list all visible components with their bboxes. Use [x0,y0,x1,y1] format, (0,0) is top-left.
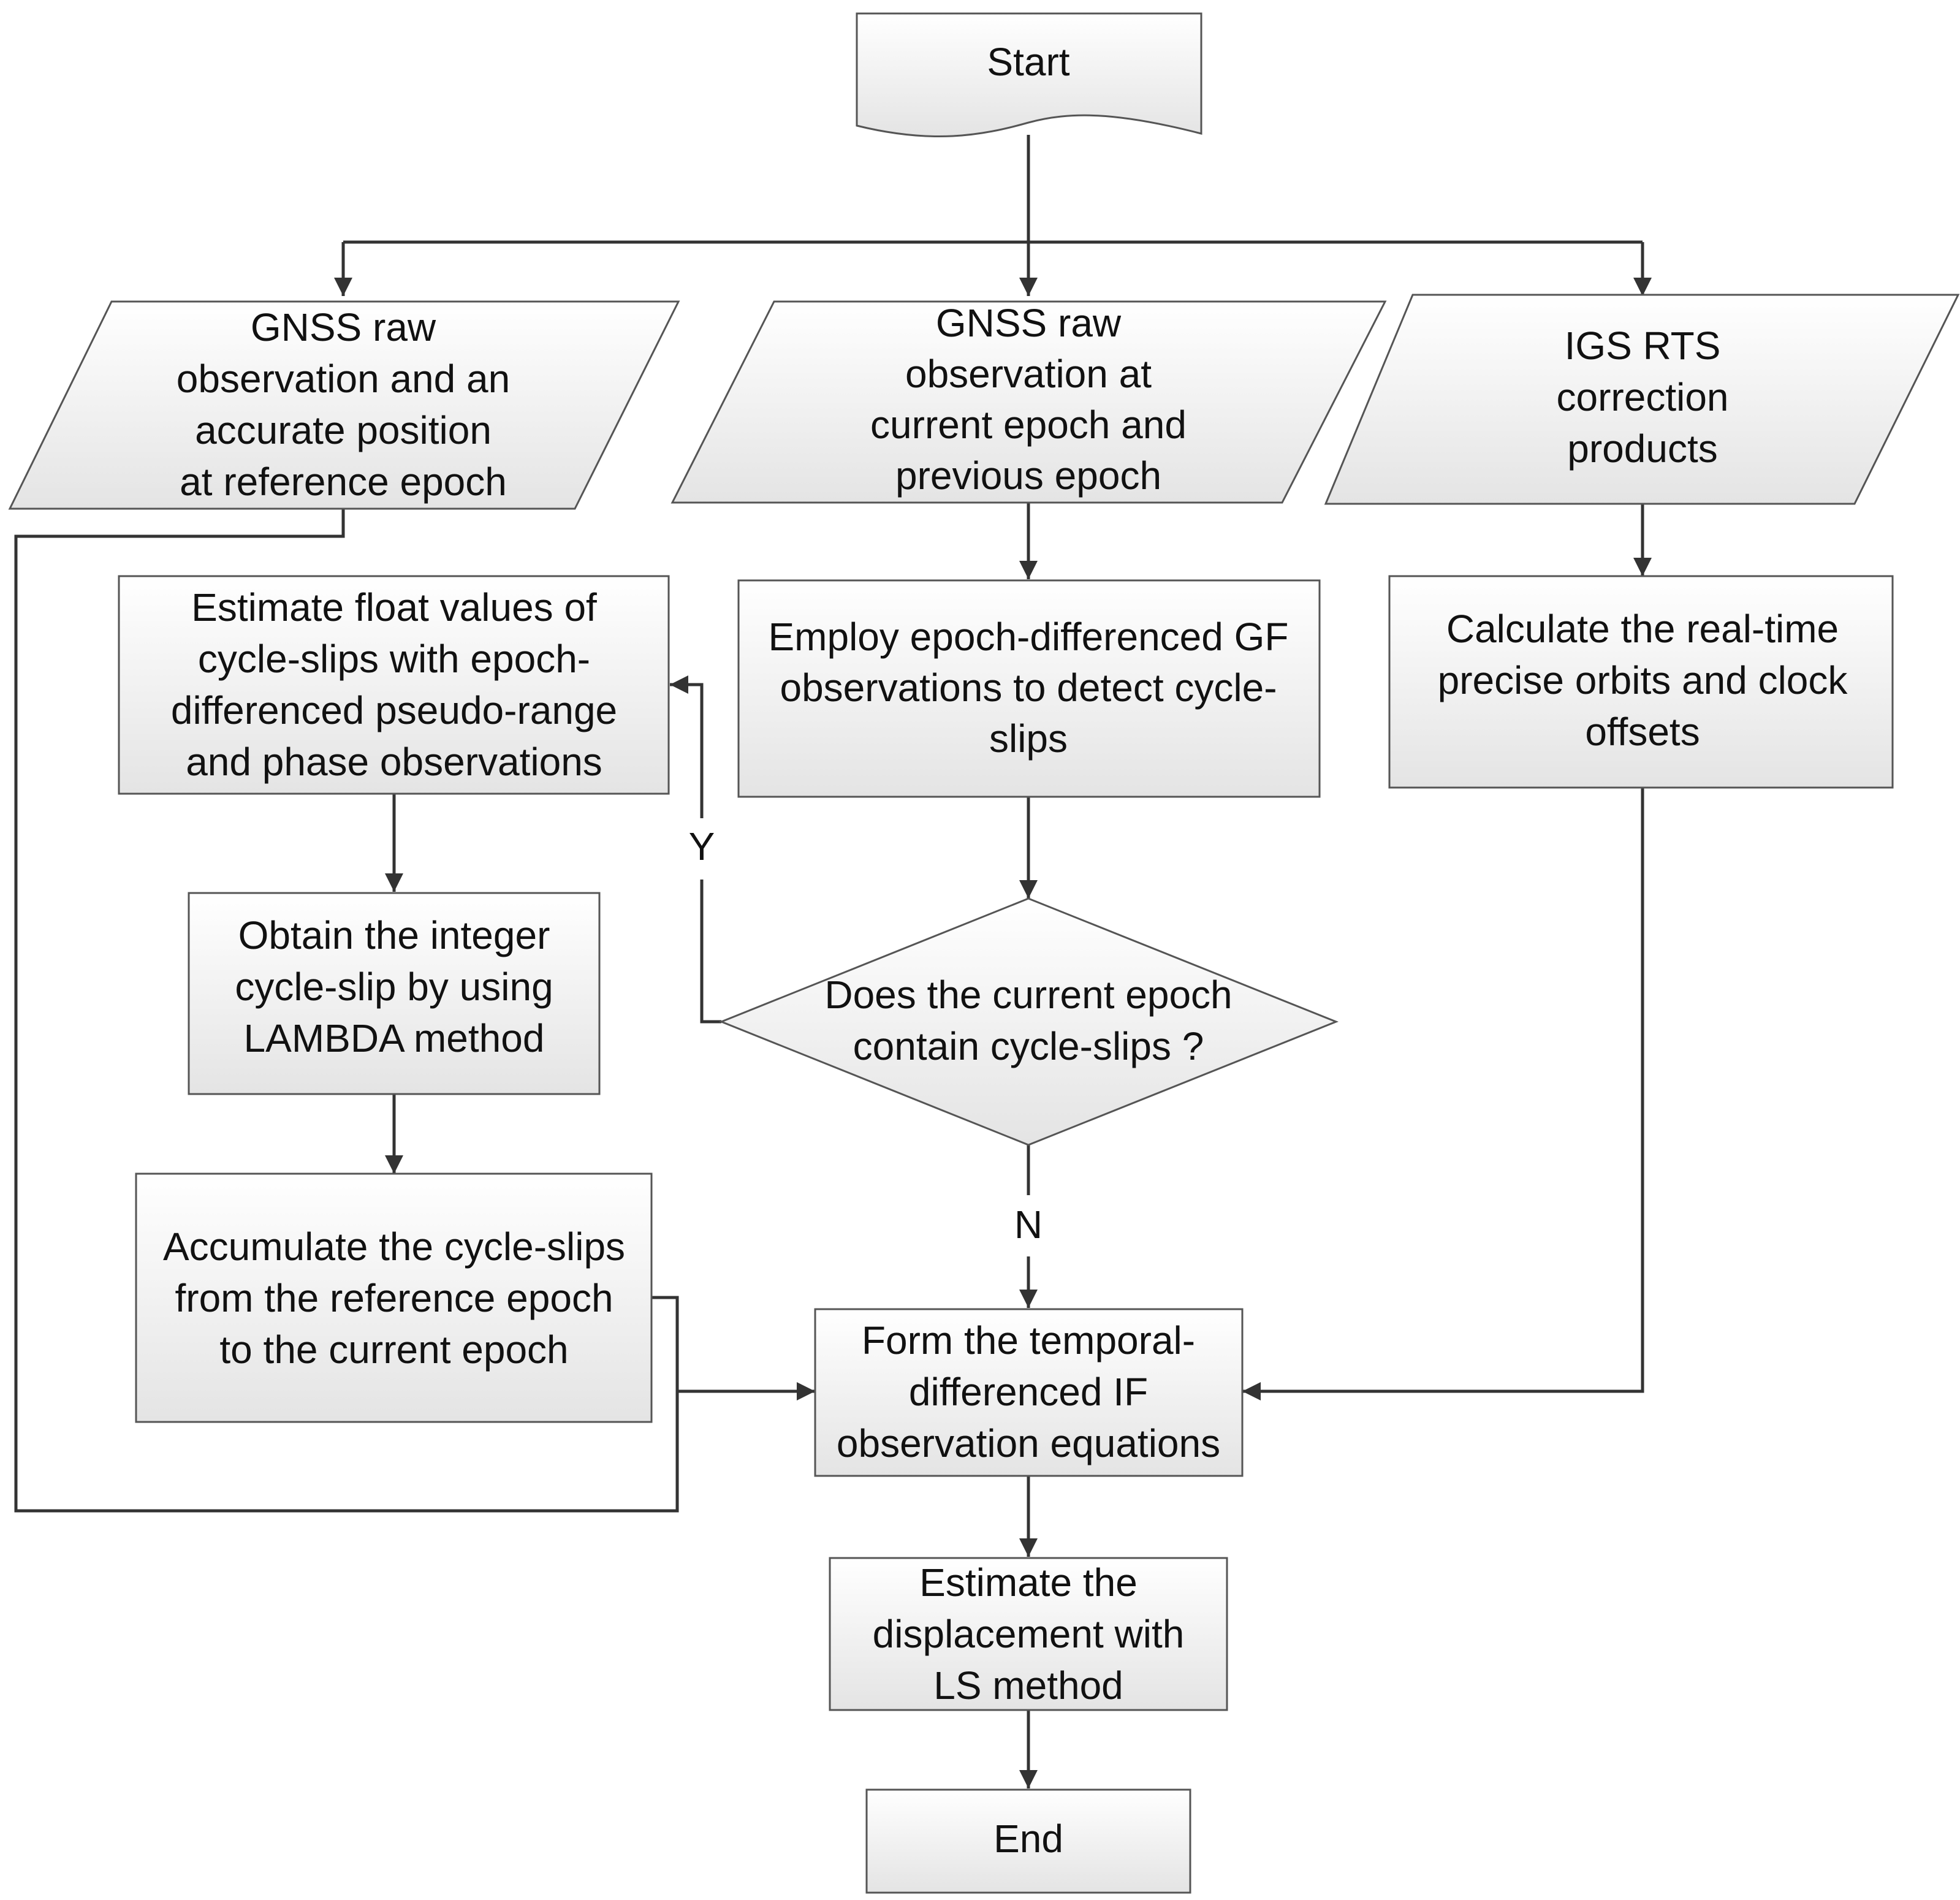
edge-reference-loop [14,509,679,1513]
edge-label-no: N [1014,1203,1043,1247]
node-text-line: slips [989,716,1068,761]
node-text-line: Form the temporal- [862,1318,1195,1362]
input-reference-parallelogram [8,300,680,510]
form-equations-box [814,1308,1244,1477]
node-text-line: IGS RTS [1565,324,1721,368]
start-terminator [856,12,1202,138]
node-text-line: Estimate the [919,1560,1138,1605]
node-decision: Does the current epoch contain cycle-slip… [718,897,1339,1146]
start-label: Start [987,40,1069,84]
node-text-line: accurate position [195,408,492,452]
node-text-line: Calculate the real-time [1446,607,1839,651]
input-current-parallelogram [670,300,1387,504]
node-text-line: Estimate float values of [191,585,597,629]
node-text-line: Obtain the integer [238,913,550,957]
node-input-current: GNSS raw observation at current epoch and p… [670,300,1387,504]
node-text-line: previous epoch [895,454,1161,498]
form-equations-label: Form the temporal-differenced IF observat… [837,1318,1220,1465]
estimate-displacement-box [829,1557,1228,1711]
edges [14,135,1652,1788]
node-text-line: LS method [933,1663,1123,1708]
node-text-line: GNSS raw [251,305,436,349]
node-text-line: Employ epoch-differenced GF [768,615,1288,659]
node-text-line: End [993,1817,1063,1861]
node-text-line: at reference epoch [180,460,507,504]
estimate-float-label: Estimate float values of cycle-slips with… [171,585,617,784]
node-text-line: to the current epoch [219,1328,568,1372]
estimate-displacement-label: Estimate the displacement with LS method [873,1560,1185,1708]
edge-label-yes: Y [689,824,715,868]
node-text-line: and phase observations [186,740,602,784]
obtain-integer-box [188,892,601,1095]
employ-gf-label: Employ epoch-differenced GF observations … [768,615,1288,761]
node-text-line: precise orbits and clock [1438,658,1848,702]
node-text-line: offsets [1585,710,1700,754]
node-input-igs: IGS RTS correction products [1324,294,1960,505]
no-label-bg [1007,1195,1050,1256]
node-estimate-displacement: Estimate the displacement with LS method [829,1557,1228,1711]
input-igs-label: IGS RTS correction products [1557,324,1729,471]
node-text-line: cycle-slip by using [235,965,553,1009]
node-text-line: Accumulate the cycle-slips [163,1225,625,1269]
node-text-line: Start [987,40,1069,84]
node-text-line: from the reference epoch [175,1276,613,1320]
node-text-line: current epoch and [870,403,1187,447]
yes-label-bg [680,818,723,880]
end-box [865,1788,1191,1894]
end-label: End [993,1817,1063,1861]
node-text-line: products [1567,427,1717,471]
edge-calc-to-form [1242,788,1644,1400]
node-text-line: observations to detect cycle- [780,666,1277,710]
node-text-line: differenced IF [909,1370,1148,1414]
node-text-line: displacement with [873,1612,1185,1656]
node-start: Start [856,12,1202,138]
input-igs-parallelogram [1324,294,1960,505]
calc-orbits-label: Calculate the real-time precise orbits an… [1438,607,1848,754]
node-employ-gf: Employ epoch-differenced GF observations … [737,579,1321,798]
node-text-line: contain cycle-slips ? [853,1024,1204,1068]
node-text-line: Does the current epoch [824,973,1232,1017]
calc-orbits-box [1388,575,1894,789]
edge-accumulate-to-form [651,1296,815,1400]
node-form-equations: Form the temporal-differenced IF observat… [814,1308,1244,1477]
accumulate-box [135,1172,653,1423]
decision-diamond [718,897,1339,1146]
input-current-label: GNSS raw observation at current epoch and p… [870,301,1187,498]
node-accumulate: Accumulate the cycle-slips from the refer… [135,1172,653,1423]
node-input-reference: GNSS raw observation and an accurate posit… [8,300,680,510]
node-text-line: observation at [905,352,1152,396]
node-text-line: differenced pseudo-range [171,688,617,732]
node-text-line: LAMBDA method [244,1016,545,1060]
node-text-line: GNSS raw [936,301,1122,345]
node-text-line: correction [1557,375,1729,419]
node-calc-orbits: Calculate the real-time precise orbits an… [1388,575,1894,789]
estimate-float-box [118,575,670,795]
node-text-line: observation and an [177,357,510,401]
node-estimate-float: Estimate float values of cycle-slips with… [118,575,670,795]
input-reference-label: GNSS raw observation and an accurate posit… [177,305,510,504]
node-text-line: cycle-slips with epoch- [198,637,590,681]
node-text-line: observation equations [837,1421,1220,1465]
node-end: End [865,1788,1191,1894]
employ-gf-box [737,579,1321,798]
decision-label: Does the current epoch contain cycle-slip… [824,973,1232,1068]
accumulate-label: Accumulate the cycle-slips from the refer… [163,1225,625,1372]
